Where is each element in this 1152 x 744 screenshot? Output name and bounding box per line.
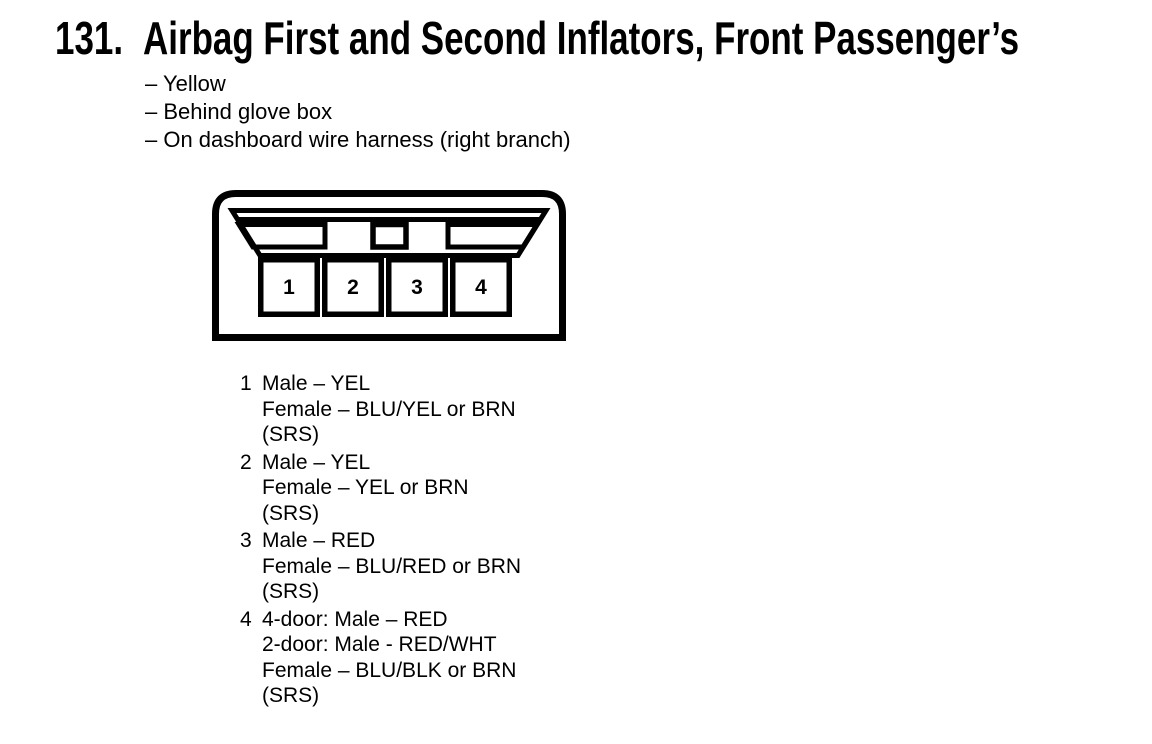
pin-legend-entry-2: 2 Male – YEL Female – YEL or BRN (SRS) xyxy=(240,450,521,527)
pin-number-1: 1 xyxy=(283,276,295,299)
pin-legend: 1 Male – YEL Female – BLU/YEL or BRN (SR… xyxy=(240,371,521,711)
wire-color-line: 4-door: Male – RED xyxy=(262,607,448,631)
wire-color-line: Male – RED xyxy=(262,529,376,552)
wire-color-line: Male – YEL xyxy=(262,450,371,474)
connector-outer-shell xyxy=(212,190,566,341)
wire-color-line: Female – BLU/YEL or BRN xyxy=(262,397,516,421)
wire-color-line: 2-door: Male - RED/WHT xyxy=(262,633,497,656)
left-latch-pocket xyxy=(234,222,328,250)
connector-diagram: 1 2 3 4 xyxy=(212,190,566,341)
pin-legend-lines: Male – YEL Female – BLU/YEL or BRN (SRS) xyxy=(262,371,516,448)
wire-color-line: Female – BLU/BLK or BRN xyxy=(262,658,517,682)
detail-line-location: – Behind glove box xyxy=(145,99,333,124)
pin-number-2: 2 xyxy=(347,276,359,299)
page-title: Airbag First and Second Inflators, Front… xyxy=(143,12,1020,64)
pin-legend-entry-3: 3 Male – RED Female – BLU/RED or BRN (SR… xyxy=(240,528,521,605)
pin-legend-number: 2 xyxy=(240,450,252,474)
pin-number-3: 3 xyxy=(411,276,423,299)
wire-color-line: (SRS) xyxy=(262,501,320,525)
wire-color-line: Female – BLU/RED or BRN xyxy=(262,554,522,578)
wire-color-line: (SRS) xyxy=(262,423,320,446)
detail-list: – Yellow – Behind glove box – On dashboa… xyxy=(145,70,571,154)
pin-number-4: 4 xyxy=(475,276,487,299)
right-latch-pocket xyxy=(445,222,542,250)
center-lock-tab xyxy=(370,221,409,250)
detail-line-harness: – On dashboard wire harness (right branc… xyxy=(145,127,571,152)
wire-color-line: Female – YEL or BRN xyxy=(262,476,469,499)
pin-cavity-1 xyxy=(258,257,320,317)
pin-legend-lines: 4-door: Male – RED 2-door: Male - RED/WH… xyxy=(262,607,516,709)
wire-color-line: (SRS) xyxy=(262,684,320,707)
wire-color-line: (SRS) xyxy=(262,580,320,603)
pin-cavity-2 xyxy=(322,257,384,317)
pin-legend-number: 3 xyxy=(240,529,252,552)
wire-color-line: Male – YEL xyxy=(262,372,371,395)
connector-svg: 1 2 3 4 xyxy=(212,190,566,341)
pin-legend-number: 4 xyxy=(240,607,252,631)
section-number: 131. xyxy=(55,12,124,64)
pin-legend-entry-4: 4 4-door: Male – RED 2-door: Male - RED/… xyxy=(240,607,521,709)
pin-legend-entry-1: 1 Male – YEL Female – BLU/YEL or BRN (SR… xyxy=(240,371,521,448)
pin-legend-number: 1 xyxy=(240,372,252,395)
detail-line-color: – Yellow xyxy=(145,71,226,96)
pin-cavity-4 xyxy=(450,257,512,317)
pin-cavity-3 xyxy=(386,257,448,317)
pin-legend-lines: Male – YEL Female – YEL or BRN (SRS) xyxy=(262,450,469,527)
pin-legend-lines: Male – RED Female – BLU/RED or BRN (SRS) xyxy=(262,528,521,605)
